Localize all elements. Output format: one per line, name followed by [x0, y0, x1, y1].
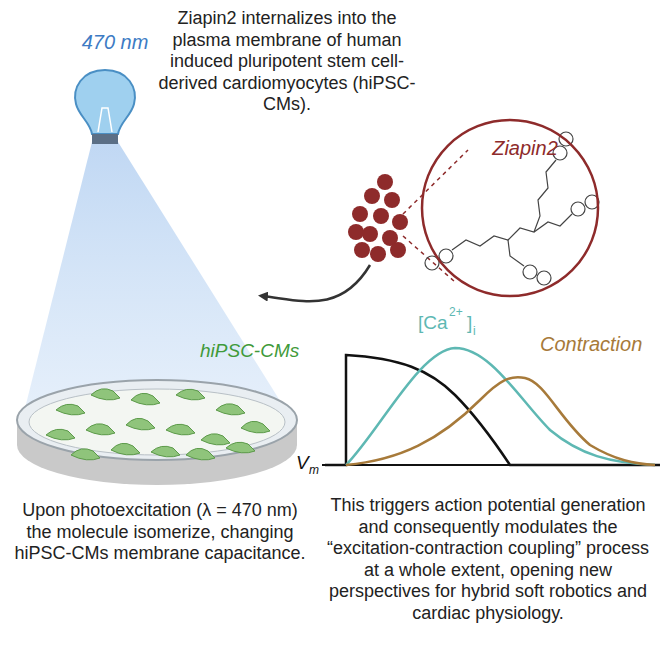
label: ] — [467, 312, 472, 335]
cell — [176, 389, 205, 400]
particle — [370, 246, 386, 262]
cell — [56, 404, 85, 415]
light-bulb — [75, 70, 135, 144]
label: hiPSC-CMs — [200, 340, 310, 363]
cell — [201, 434, 230, 445]
particle — [352, 206, 368, 222]
light-beam — [22, 142, 292, 420]
zoom-line — [403, 150, 468, 282]
heading-text: Ziapin2 internalizes into the plasma mem… — [152, 8, 422, 116]
particle — [377, 174, 393, 190]
cell — [151, 446, 180, 457]
label: i — [473, 324, 476, 338]
description-text: Upon photoexcitation (λ = 470 nm) the mo… — [10, 500, 310, 565]
particle — [384, 192, 400, 208]
cell — [86, 424, 115, 435]
cell — [241, 421, 270, 433]
description-text: This triggers action potential generatio… — [318, 495, 658, 625]
particle — [354, 242, 370, 258]
label: [Ca — [418, 312, 448, 335]
cell — [186, 448, 215, 460]
particle — [362, 226, 378, 242]
cell — [216, 404, 245, 415]
label: Contraction — [540, 332, 642, 356]
label: m — [309, 463, 319, 477]
zoom-circle: Ziapin2 — [420, 118, 600, 298]
cell — [46, 429, 75, 440]
label: 2+ — [449, 305, 463, 319]
cell — [91, 389, 120, 400]
cell — [71, 449, 100, 460]
ziapin2-particles — [348, 174, 408, 262]
particle — [392, 214, 408, 230]
particle — [390, 242, 406, 258]
label: V — [296, 452, 309, 475]
cell — [111, 443, 140, 455]
particle — [348, 224, 364, 240]
particle — [373, 208, 389, 224]
cell — [131, 393, 160, 405]
label: 470 nm — [55, 30, 175, 54]
transfer-arrow — [262, 265, 370, 301]
signal-plot — [322, 348, 660, 465]
particle — [364, 188, 380, 204]
cell — [166, 424, 195, 435]
petri-dish — [17, 380, 297, 485]
node-title: Ziapin2 — [420, 136, 600, 160]
cell — [126, 418, 155, 430]
cell — [226, 442, 255, 453]
